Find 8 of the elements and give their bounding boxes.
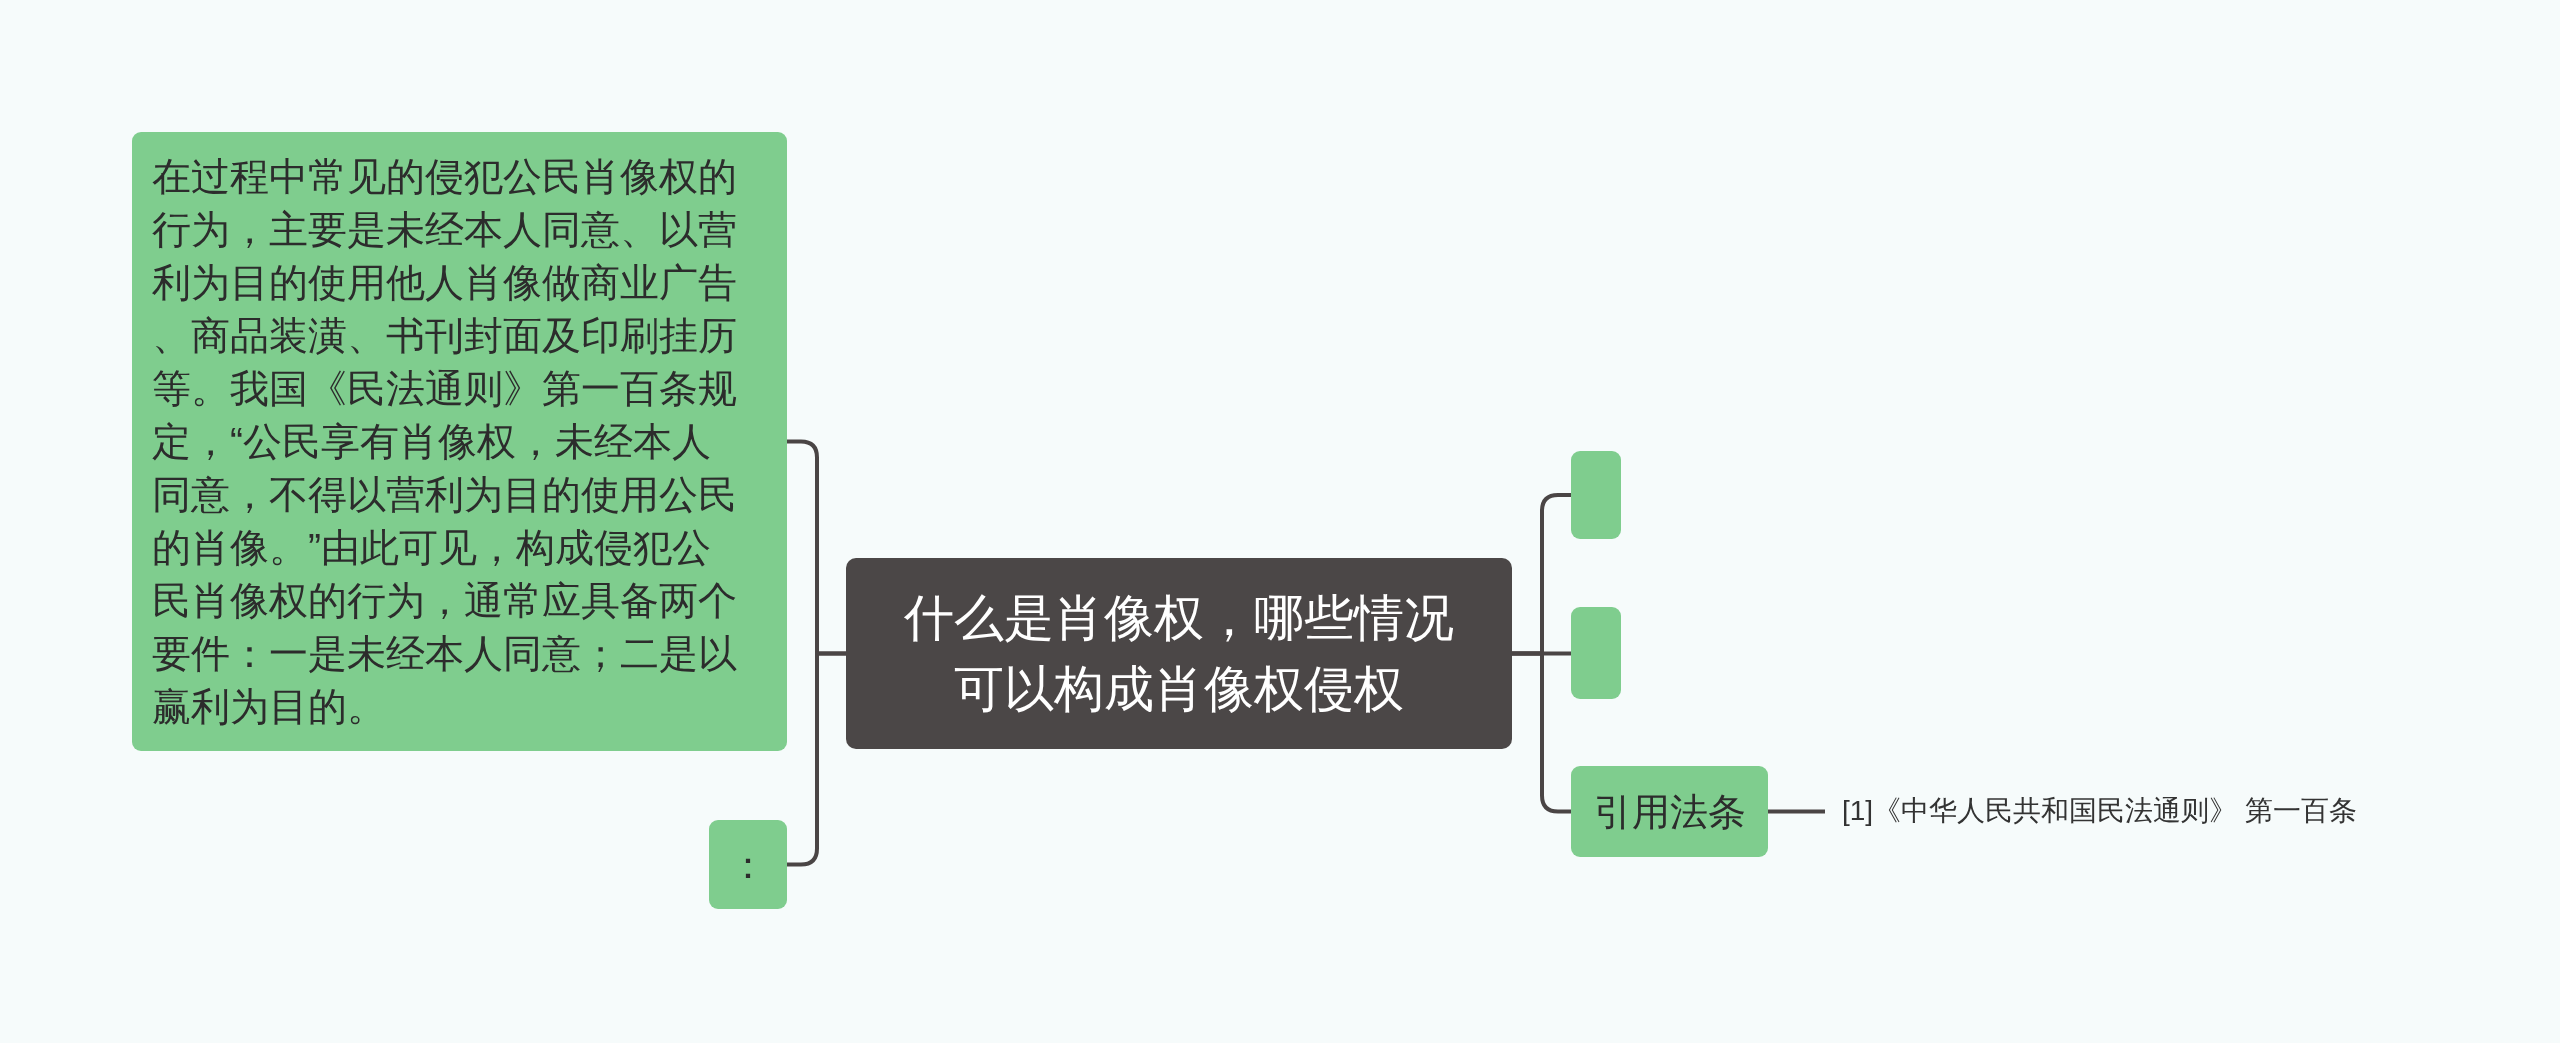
topic-box: ：: [709, 820, 787, 909]
topic-box: [1571, 607, 1621, 699]
reference-text: [1]《中华人民共和国民法通则》 第一百条: [1825, 791, 2445, 831]
topic-box: 引用法条: [1571, 766, 1768, 857]
central-topic-box: 什么是肖像权，哪些情况可以构成肖像权侵权: [846, 558, 1512, 749]
connector-line: [1768, 809, 1825, 814]
topic-box: 在过程中常见的侵犯公民肖像权的行为，主要是未经本人同意、以营利为目的使用他人肖像做商业广告、商品装潢、书刊封面及印刷挂历等。我国《民法通则》第一百条规定，“公民享有肖像权，未经本人同意，不得以营利为目的使用公民的肖像。”由此可见，构成侵犯公民肖像权的行为，通常应具备两个要件：一是未经本人同意；二是以赢利为目的。: [132, 132, 787, 751]
topic-box: [1571, 451, 1621, 539]
